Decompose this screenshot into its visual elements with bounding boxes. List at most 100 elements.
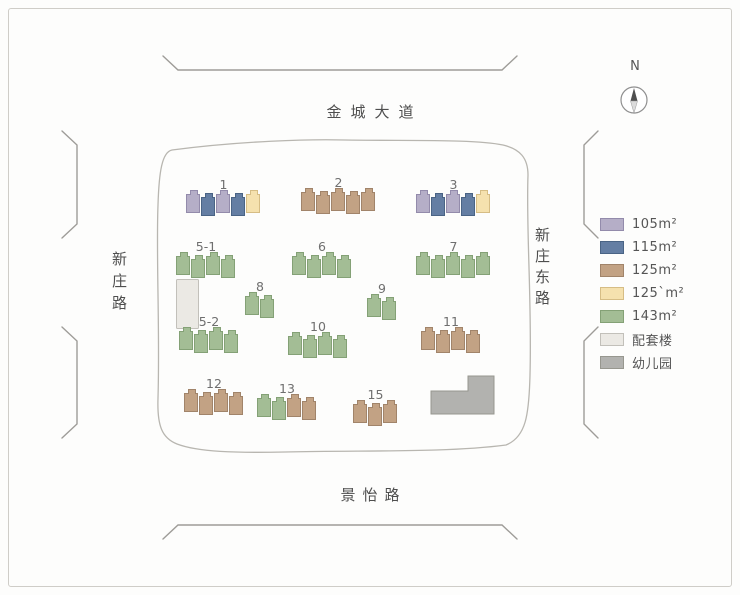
building-label: 5-1 [195, 239, 217, 254]
unit-125 [184, 389, 198, 412]
unit-125 [229, 392, 243, 415]
legend-swatch-youeryuan [600, 356, 624, 369]
road-label-left: 新庄路 [110, 251, 128, 317]
legend-label-105: 105m² [632, 217, 678, 232]
building-units [288, 332, 348, 358]
unit-143 [337, 255, 351, 278]
building-units [353, 400, 398, 426]
unit-143 [476, 252, 490, 275]
legend-swatch-105 [600, 218, 624, 231]
unit-143 [206, 252, 220, 275]
building-units [179, 327, 239, 353]
unit-roof-cap [307, 335, 315, 340]
unit-143 [446, 252, 460, 275]
legend-label-143: 143m² [632, 309, 678, 324]
building-label: 1 [219, 177, 228, 192]
unit-roof-cap [465, 255, 473, 260]
unit-roof-cap [228, 330, 236, 335]
building-1: 1 [186, 178, 261, 216]
unit-143 [260, 295, 274, 318]
building-10: 10 [288, 320, 348, 358]
building-label: 6 [318, 239, 326, 254]
building-12: 12 [184, 377, 244, 415]
building-7: 7 [416, 240, 491, 278]
unit-roof-cap [220, 190, 228, 195]
building-units [292, 252, 352, 278]
building-units [367, 294, 397, 320]
unit-roof-cap [320, 191, 328, 196]
building-11: 11 [421, 315, 481, 353]
unit-125 [353, 400, 367, 423]
road-label-right: 新庄东路 [533, 227, 551, 311]
unit-roof-cap [337, 335, 345, 340]
unit-roof-cap [387, 400, 395, 405]
unit-roof-cap [213, 327, 221, 332]
building-label: 3 [449, 177, 458, 192]
legend-swatch-125y [600, 287, 624, 300]
unit-roof-cap [195, 255, 203, 260]
unit-105 [446, 190, 460, 213]
unit-143 [303, 335, 317, 358]
building-units [416, 190, 491, 216]
unit-143 [209, 327, 223, 350]
compass-needle-north [630, 88, 638, 101]
building-label: 2 [334, 175, 343, 190]
compass-north-label: N [630, 59, 640, 74]
building-9: 9 [367, 282, 397, 320]
building-label: 11 [443, 314, 459, 329]
road-edge-lines [61, 55, 599, 540]
unit-roof-cap [480, 252, 488, 257]
unit-143 [333, 335, 347, 358]
unit-roof-cap [371, 294, 379, 299]
building-units [176, 252, 236, 278]
unit-125 [287, 394, 301, 417]
road-label-bottom: 景怡路 [340, 486, 407, 504]
unit-125 [316, 191, 330, 214]
legend-label-peitao: 配套楼 [632, 334, 673, 349]
unit-125 [214, 389, 228, 412]
unit-roof-cap [480, 190, 488, 195]
unit-143 [367, 294, 381, 317]
unit-roof-cap [326, 252, 334, 257]
unit-roof-cap [218, 389, 226, 394]
unit-roof-cap [465, 193, 473, 198]
building-6: 6 [292, 240, 352, 278]
building-label: 9 [378, 281, 386, 296]
unit-143 [272, 397, 286, 420]
building-label: 13 [279, 381, 295, 396]
unit-125 [368, 403, 382, 426]
road-line-top [162, 55, 518, 71]
building-8: 8 [245, 280, 275, 318]
unit-roof-cap [203, 392, 211, 397]
unit-125 [331, 188, 345, 211]
building-label: 8 [256, 279, 264, 294]
unit-125 [383, 400, 397, 423]
legend-label-125: 125m² [632, 263, 678, 278]
unit-125 [466, 330, 480, 353]
unit-143 [318, 332, 332, 355]
unit-roof-cap [425, 327, 433, 332]
building-label: 12 [206, 376, 222, 391]
unit-roof-cap [372, 403, 380, 408]
building-15: 15 [353, 388, 398, 426]
unit-roof-cap [450, 190, 458, 195]
unit-roof-cap [210, 252, 218, 257]
unit-roof-cap [188, 389, 196, 394]
unit-roof-cap [435, 255, 443, 260]
road-line-left-upper [61, 130, 78, 239]
unit-roof-cap [450, 252, 458, 257]
unit-roof-cap [205, 193, 213, 198]
unit-143 [245, 292, 259, 315]
unit-143 [431, 255, 445, 278]
kindergarten-shape [430, 375, 495, 415]
unit-115 [461, 193, 475, 216]
legend-label-115: 115m² [632, 240, 678, 255]
building-units [416, 252, 491, 278]
unit-roof-cap [276, 397, 284, 402]
building-units [184, 389, 244, 415]
building-label: 15 [367, 387, 384, 402]
unit-roof-cap [261, 394, 269, 399]
building-label: 5-2 [198, 314, 220, 329]
legend-item-youeryuan: 幼儿园 [600, 351, 684, 374]
